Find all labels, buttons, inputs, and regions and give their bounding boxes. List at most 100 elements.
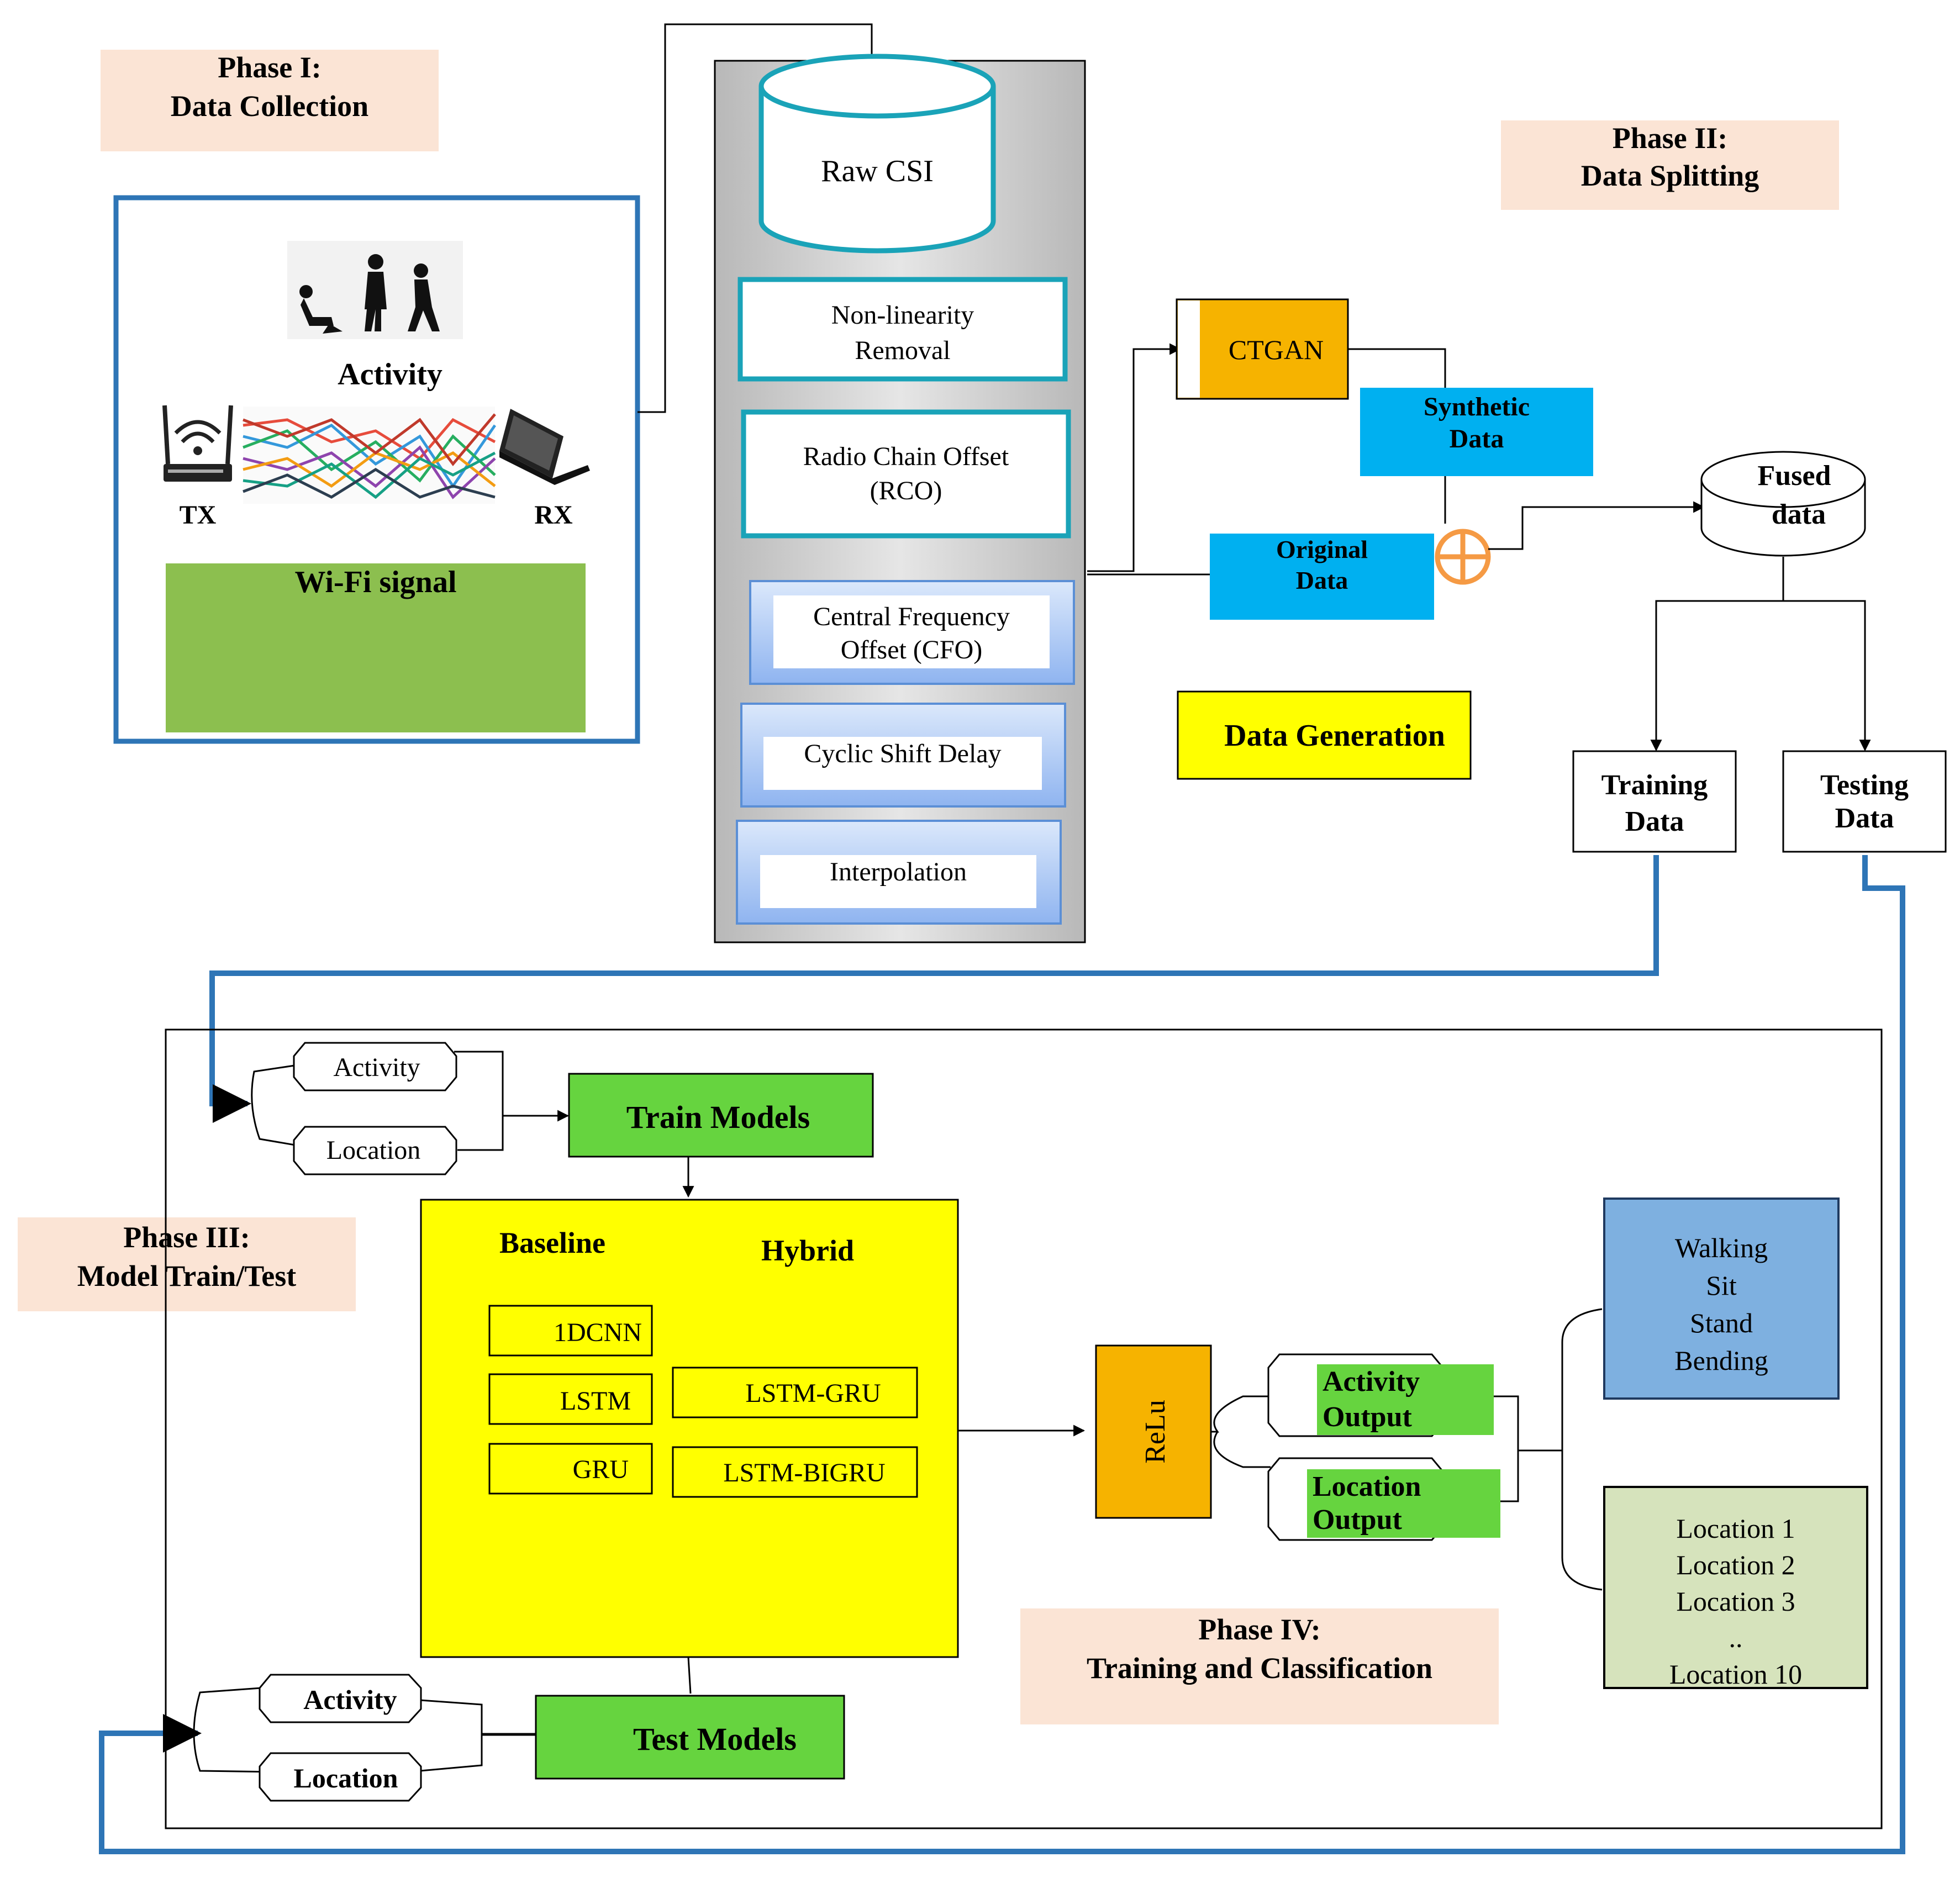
training-to-models-flow bbox=[209, 855, 1659, 1123]
location-class-label: Location 1 bbox=[1676, 1513, 1795, 1544]
test-input-location: Location bbox=[259, 1752, 422, 1802]
phase3-subtitle: Model Train/Test bbox=[77, 1259, 297, 1293]
activity-class-label: Sit bbox=[1706, 1270, 1737, 1301]
model-gru-label: GRU bbox=[573, 1455, 629, 1484]
interpolation-box: Interpolation bbox=[736, 820, 1062, 925]
location-class-label: Location 10 bbox=[1669, 1659, 1802, 1690]
phase2-label: Phase II: Data Splitting bbox=[1501, 120, 1839, 210]
ctgan-to-synthetic-connector bbox=[1348, 348, 1446, 388]
phase3-title: Phase III: bbox=[123, 1221, 250, 1254]
training-line2: Data bbox=[1625, 806, 1684, 837]
cfo-line2: Offset (CFO) bbox=[841, 635, 982, 664]
models-box: Baseline Hybrid 1DCNN LSTM GRU LSTM-GRU … bbox=[420, 1199, 959, 1658]
activity-output-line2: Output bbox=[1323, 1401, 1413, 1433]
interpolation-label: Interpolation bbox=[830, 857, 967, 887]
models-to-test-connector bbox=[687, 1657, 692, 1694]
data-generation-label-box: Data Generation bbox=[1177, 690, 1472, 780]
split-to-training-connector bbox=[1650, 600, 1783, 752]
model-lstm-label: LSTM bbox=[560, 1386, 631, 1416]
train-input-location-label: Location bbox=[326, 1136, 421, 1165]
model-lstm-bigru bbox=[672, 1446, 918, 1498]
synthetic-data-box: Synthetic Data bbox=[1360, 388, 1593, 476]
activity-class-label: Bending bbox=[1674, 1345, 1768, 1376]
activity-class-label: Stand bbox=[1690, 1307, 1753, 1338]
activity-class-label: Walking bbox=[1675, 1232, 1768, 1263]
fusion-xor-icon bbox=[1435, 529, 1491, 585]
synthetic-line1: Synthetic bbox=[1424, 392, 1530, 421]
data-collection-panel: Activity TX bbox=[113, 195, 640, 744]
outputs-to-classes-connector bbox=[1494, 1395, 1562, 1502]
split-to-testing-connector bbox=[1783, 600, 1871, 752]
nonlinearity-removal-box: Non-linearity Removal bbox=[737, 277, 1068, 382]
original-data-box: Original Data bbox=[1210, 534, 1434, 620]
rco-box: Radio Chain Offset (RCO) bbox=[741, 409, 1071, 539]
synthetic-line2: Data bbox=[1450, 424, 1504, 453]
model-1dcnn bbox=[488, 1305, 653, 1357]
model-1dcnn-label: 1DCNN bbox=[554, 1318, 642, 1347]
classes-bracket bbox=[1561, 1308, 1603, 1591]
location-output-line1: Location bbox=[1313, 1471, 1421, 1502]
rco-line1: Radio Chain Offset bbox=[803, 442, 1009, 471]
model-lstm-bigru-label: LSTM-BIGRU bbox=[723, 1458, 885, 1487]
train-input-location: Location bbox=[293, 1126, 457, 1175]
tx-label: TX bbox=[180, 500, 217, 530]
phase1-title: Phase I: bbox=[218, 51, 322, 84]
cfo-box: Central Frequency Offset (CFO) bbox=[749, 580, 1075, 685]
location-class-label: Location 2 bbox=[1676, 1549, 1795, 1580]
test-models-label: Test Models bbox=[633, 1721, 797, 1757]
phase2-title: Phase II: bbox=[1613, 122, 1728, 155]
ctgan-label: CTGAN bbox=[1229, 334, 1324, 365]
router-icon bbox=[162, 405, 233, 482]
phase1-subtitle: Data Collection bbox=[171, 89, 368, 123]
activity-output: Activity Output bbox=[1267, 1353, 1494, 1437]
test-input-activity: Activity bbox=[259, 1674, 422, 1723]
test-input-activity-label: Activity bbox=[303, 1684, 397, 1715]
baseline-heading: Baseline bbox=[499, 1226, 605, 1259]
rco-line2: (RCO) bbox=[870, 476, 942, 505]
train-input-bracket bbox=[251, 1064, 299, 1147]
collection-to-csi-connector bbox=[637, 23, 873, 413]
nonlinearity-line1: Non-linearity bbox=[831, 300, 974, 330]
model-lstm-gru-label: LSTM-GRU bbox=[745, 1379, 881, 1408]
phase2-subtitle: Data Splitting bbox=[1581, 159, 1759, 192]
train-input-activity: Activity bbox=[293, 1042, 457, 1091]
nonlinearity-line2: Removal bbox=[855, 336, 950, 365]
csi-waveform-icon bbox=[243, 407, 497, 504]
activity-classes-box bbox=[1603, 1198, 1840, 1400]
fused-line1: Fused bbox=[1758, 460, 1831, 492]
cyclic-shift-delay-label: Cyclic Shift Delay bbox=[804, 739, 1001, 768]
preprocess-to-ctgan-connector bbox=[1087, 343, 1182, 572]
testing-line1: Testing bbox=[1820, 769, 1909, 801]
cfo-line1: Central Frequency bbox=[813, 602, 1010, 631]
relu-box: ReLu bbox=[1095, 1344, 1212, 1519]
relu-label: ReLu bbox=[1140, 1400, 1171, 1464]
train-models-label: Train Models bbox=[626, 1099, 810, 1135]
original-line2: Data bbox=[1296, 566, 1348, 594]
testing-line2: Data bbox=[1835, 803, 1894, 834]
raw-csi-label: Raw CSI bbox=[821, 154, 934, 188]
original-line1: Original bbox=[1276, 535, 1368, 563]
training-line1: Training bbox=[1601, 769, 1708, 801]
phase4-title: Phase IV: bbox=[1198, 1613, 1321, 1646]
fused-line2: data bbox=[1772, 499, 1826, 530]
relu-to-outputs-bracket bbox=[1211, 1395, 1271, 1468]
testing-data-box: Testing Data bbox=[1782, 750, 1947, 853]
location-output-line2: Output bbox=[1313, 1504, 1403, 1536]
ctgan-box: CTGAN bbox=[1176, 298, 1349, 400]
fused-data-cylinder: Fused data bbox=[1700, 451, 1866, 557]
testing-to-test-models-flow bbox=[99, 855, 1905, 1854]
train-input-activity-label: Activity bbox=[333, 1053, 420, 1082]
training-data-box: Training Data bbox=[1572, 750, 1737, 853]
data-generation-label: Data Generation bbox=[1224, 719, 1445, 753]
activity-output-line1: Activity bbox=[1323, 1366, 1420, 1397]
model-lstm bbox=[488, 1373, 653, 1425]
activity-label: Activity bbox=[338, 357, 442, 392]
model-train-test-frame bbox=[165, 1028, 1883, 1829]
model-lstm-gru bbox=[672, 1367, 918, 1418]
train-models-box: Train Models bbox=[568, 1073, 874, 1158]
model-gru bbox=[488, 1443, 653, 1495]
test-input-bracket bbox=[193, 1686, 277, 1773]
phase3-label: Phase III: Model Train/Test bbox=[18, 1217, 356, 1311]
xor-to-fused-connector bbox=[1488, 501, 1705, 550]
